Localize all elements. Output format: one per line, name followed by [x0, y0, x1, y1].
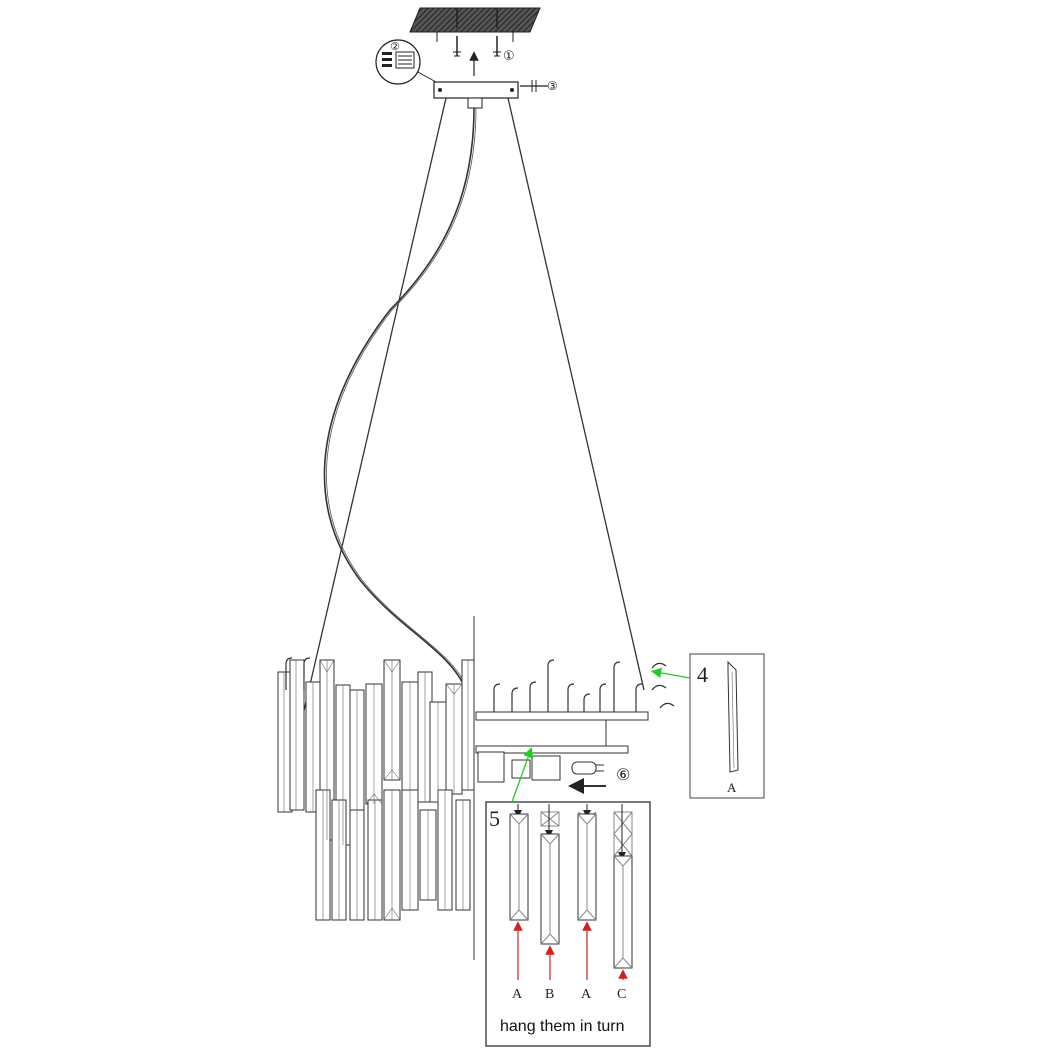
detail5-caption: hang them in turn — [500, 1018, 625, 1035]
frame — [475, 711, 649, 783]
suspension-cables — [302, 97, 645, 716]
g9-bulb — [571, 761, 604, 775]
seq-label-4: C — [617, 987, 626, 1002]
step-1-label: ① — [503, 49, 515, 64]
crystal-hooks — [285, 657, 675, 712]
ceiling — [409, 7, 541, 42]
leader-5 — [511, 747, 534, 803]
detail-box-4: A — [689, 653, 765, 799]
crystal-cluster — [277, 659, 475, 921]
detail4-crystal-label: A — [727, 780, 737, 795]
leader-4 — [650, 667, 691, 679]
step-6-label: ⑥ — [616, 765, 630, 784]
crystal-sequence — [509, 804, 633, 969]
step-5-label: 5 — [489, 806, 500, 831]
seq-label-1: A — [512, 987, 523, 1002]
seq-label-2: B — [545, 987, 554, 1002]
canopy-side-screw — [520, 80, 548, 92]
insert-arrows — [513, 921, 628, 980]
power-cord — [323, 107, 475, 691]
step-3-label: ③ — [547, 79, 558, 93]
step-2-label: ② — [390, 40, 400, 53]
step-4-label: 4 — [697, 662, 708, 687]
ceiling-screws — [453, 8, 501, 57]
seq-label-3: A — [581, 987, 592, 1002]
canopy — [433, 81, 519, 109]
wire-connector-detail — [375, 39, 437, 85]
